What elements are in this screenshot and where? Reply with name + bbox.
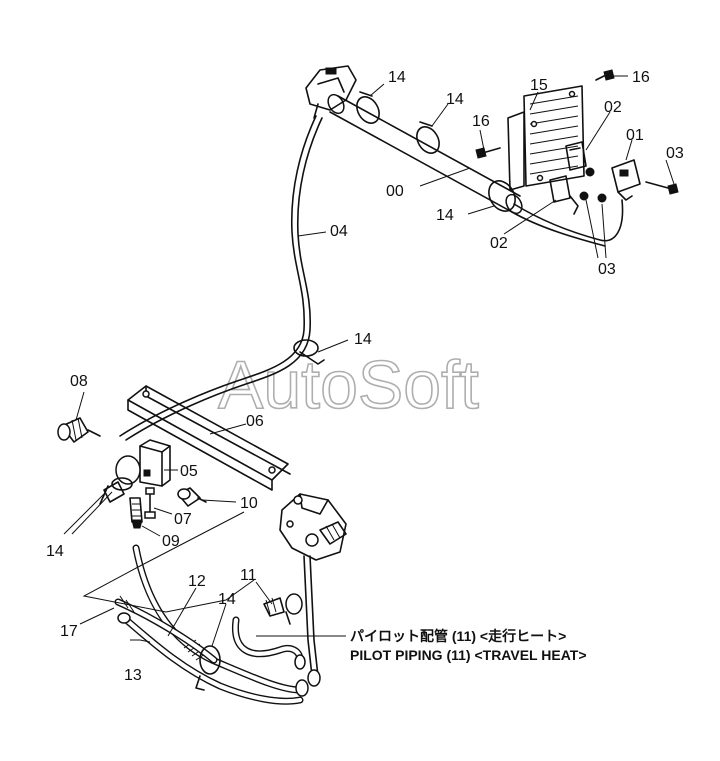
relay-02-lower (549, 175, 579, 215)
harness-04 (119, 115, 323, 441)
relay-02-upper (565, 141, 587, 171)
bolt-16-b (475, 147, 501, 159)
callout-14-a: 14 (388, 69, 406, 86)
callout-labels: 14 14 16 15 16 02 01 03 00 14 02 03 04 1… (46, 69, 684, 684)
hose-end-fittings (294, 654, 309, 697)
bolt-07 (144, 487, 156, 519)
clamp-14-d (293, 339, 325, 365)
callout-10: 10 (240, 495, 258, 512)
elbow-11 (263, 593, 303, 625)
callout-03-a: 03 (666, 145, 684, 162)
callout-16-b: 16 (472, 113, 490, 130)
callout-11: 11 (240, 567, 257, 584)
callout-14-f: 14 (218, 591, 236, 608)
callout-02-b: 02 (490, 235, 508, 252)
callout-07: 07 (174, 511, 192, 528)
callout-13: 13 (124, 667, 142, 684)
clamp-14-e (99, 481, 125, 505)
screw-03-b (579, 191, 589, 201)
pressure-switch-10 (177, 487, 207, 507)
screw-03-c (597, 193, 607, 203)
callout-02-a: 02 (604, 99, 622, 116)
clamp-14-a (356, 91, 380, 124)
hose-13 (117, 612, 304, 705)
caption-english: PILOT PIPING (11) <TRAVEL HEAT> (350, 647, 587, 663)
switch-01 (611, 159, 641, 201)
screw-03-d (645, 181, 679, 195)
bolt-16-a (595, 69, 615, 81)
callout-15: 15 (530, 77, 548, 94)
clamp-14-f (195, 645, 221, 691)
callout-14-b: 14 (446, 91, 464, 108)
callout-08: 08 (70, 373, 88, 390)
watermark: AutoSoft (218, 347, 479, 423)
mounting-plate-06 (127, 385, 291, 491)
bracket-plate-15 (507, 85, 585, 191)
callout-16-a: 16 (632, 69, 650, 86)
callout-09: 09 (162, 533, 180, 550)
clamp-14-b (416, 121, 440, 154)
sensor-block-05 (111, 439, 171, 491)
caption: パイロット配管 (11) <走行ヒート> PILOT PIPING (11) <… (350, 628, 587, 663)
leader-lines (63, 75, 675, 647)
callout-03-b: 03 (598, 261, 616, 278)
caption-japanese: パイロット配管 (11) <走行ヒート> (350, 628, 566, 644)
elbow-fitting-08 (57, 417, 101, 443)
callout-06: 06 (246, 413, 264, 430)
callout-12: 12 (188, 573, 206, 590)
callout-04: 04 (330, 223, 348, 240)
callout-01: 01 (626, 127, 644, 144)
callout-14-c: 14 (436, 207, 454, 224)
screw-03-a (585, 167, 595, 177)
callout-14-e: 14 (46, 543, 64, 560)
callout-14-d: 14 (354, 331, 372, 348)
callout-00: 00 (386, 183, 404, 200)
fitting-09 (129, 497, 143, 529)
pilot-valve (279, 493, 347, 687)
harness-connector-top (305, 65, 357, 119)
callout-05: 05 (180, 463, 198, 480)
hose-17 (114, 595, 218, 664)
hose-rear (231, 616, 304, 664)
callout-17: 17 (60, 623, 78, 640)
